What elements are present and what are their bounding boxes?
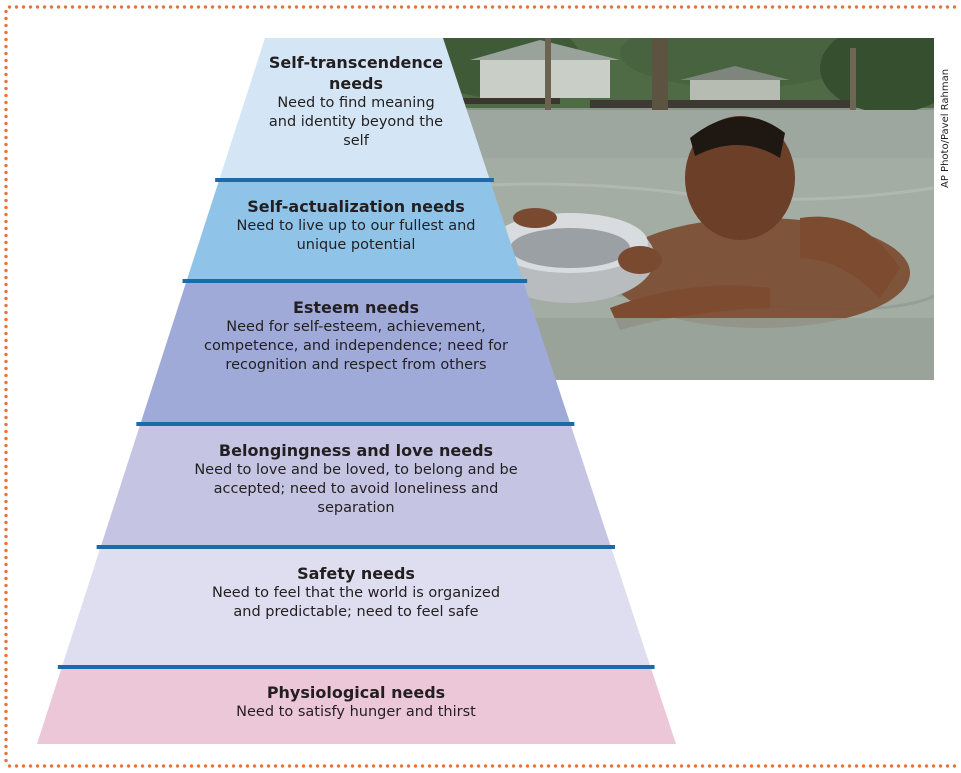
level-title: Safety needs: [297, 564, 415, 583]
level-title: Self-transcendence needs: [268, 53, 444, 93]
pyramid-band-self-transcendence: [219, 38, 490, 180]
dotted-border-left: [4, 8, 8, 766]
pyramid-band-esteem: [140, 281, 571, 424]
level-label-safety: Safety needs Need to feel that the world…: [206, 563, 506, 622]
level-description: Need for self-esteem, achievement, compe…: [203, 319, 509, 373]
pyramid-band-self-actualization: [186, 180, 524, 281]
level-title: Physiological needs: [266, 683, 446, 702]
level-description: Need to satisfy hunger and thirst: [236, 704, 476, 720]
dotted-border-top: [6, 5, 956, 9]
level-label-self-actualization: Self-actualization needs Need to live up…: [226, 196, 486, 255]
pyramid-band-belongingness: [100, 424, 611, 547]
level-description: Need to live up to our fullest and uniqu…: [236, 218, 476, 253]
level-label-belongingness: Belongingness and love needs Need to lov…: [176, 440, 536, 518]
level-label-esteem: Esteem needs Need for self-esteem, achie…: [191, 297, 521, 375]
dotted-border-bottom: [6, 764, 956, 768]
level-label-self-transcendence: Self-transcendence needs Need to find me…: [266, 52, 446, 151]
level-title: Self-actualization needs: [247, 197, 465, 216]
level-description: Need to feel that the world is organized…: [211, 585, 501, 620]
level-title: Esteem needs: [292, 298, 420, 317]
pyramid-band-safety: [61, 547, 651, 667]
level-description: Need to find meaning and identity beyond…: [268, 95, 444, 149]
level-description: Need to love and be loved, to belong and…: [194, 462, 518, 516]
pyramid-band-physiological: [37, 667, 676, 744]
level-label-physiological: Physiological needs Need to satisfy hung…: [176, 682, 536, 722]
level-title: Belongingness and love needs: [218, 441, 494, 460]
